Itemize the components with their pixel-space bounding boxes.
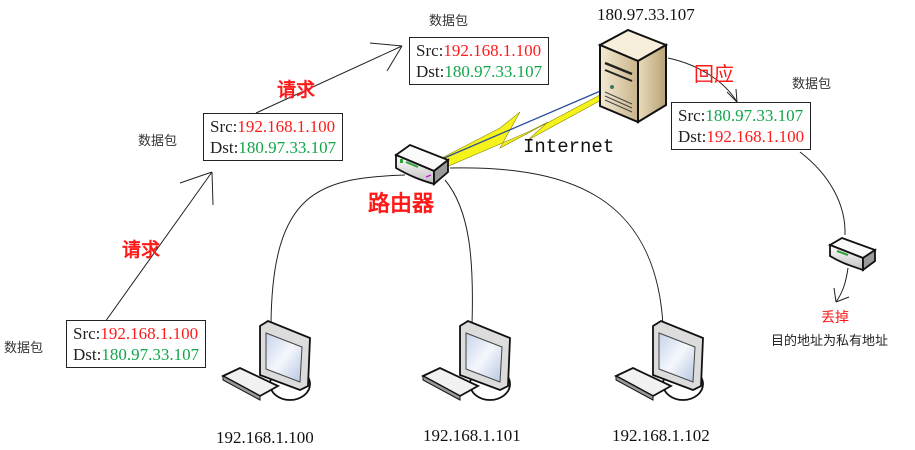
request-arrow-1 xyxy=(104,171,213,323)
dst-ip: 180.97.33.107 xyxy=(101,345,200,364)
router-label: 路由器 xyxy=(368,192,435,217)
router-icon xyxy=(394,143,450,186)
drop-label: 丢掉 xyxy=(821,310,849,326)
dst-label: Dst: xyxy=(73,345,102,364)
src-ip: 192.168.1.100 xyxy=(237,117,336,136)
drop-reason: 目的地址为私有地址 xyxy=(771,334,889,349)
dst-label: Dst: xyxy=(416,62,445,81)
packet-box: Src:192.168.1.100 Dst:180.97.33.107 xyxy=(203,113,344,161)
desktop-computer-icon xyxy=(421,319,511,401)
dst-ip: 180.97.33.107 xyxy=(238,138,337,157)
server-ip-label: 180.97.33.107 xyxy=(597,5,695,24)
request-label: 请求 xyxy=(122,239,161,261)
packet-box: Src:192.168.1.100 Dst:180.97.33.107 xyxy=(66,320,207,368)
packet-caption: 数据包 xyxy=(429,14,469,29)
src-label: Src: xyxy=(416,41,444,60)
packet-box: Src:180.97.33.107 Dst:192.168.1.100 xyxy=(671,102,812,150)
src-label: Src: xyxy=(678,106,706,125)
packet-caption: 数据包 xyxy=(792,77,832,92)
packet-caption: 数据包 xyxy=(138,134,178,149)
request-arrow-2 xyxy=(255,45,403,114)
internet-label: Internet xyxy=(523,136,615,158)
host-ip-label: 192.168.1.100 xyxy=(216,428,314,447)
src-ip: 192.168.1.100 xyxy=(443,41,542,60)
drop-router-icon xyxy=(827,237,877,272)
host-ip-label: 192.168.1.102 xyxy=(612,426,710,445)
dst-ip: 192.168.1.100 xyxy=(706,127,805,146)
src-label: Src: xyxy=(210,117,238,136)
src-label: Src: xyxy=(73,324,101,343)
cable-host-101 xyxy=(444,179,473,326)
response-arrow xyxy=(667,57,738,103)
desktop-computer-icon xyxy=(614,319,704,401)
packet-caption: 数据包 xyxy=(4,341,44,356)
forward-line xyxy=(799,151,846,236)
dst-ip: 180.97.33.107 xyxy=(444,62,543,81)
host-ip-label: 192.168.1.101 xyxy=(423,426,521,445)
drop-arrow xyxy=(835,267,849,303)
cable-host-102 xyxy=(449,167,664,326)
src-ip: 192.168.1.100 xyxy=(100,324,199,343)
packet-box: Src:192.168.1.100 Dst:180.97.33.107 xyxy=(409,37,550,85)
request-label: 请求 xyxy=(277,79,316,101)
desktop-computer-icon xyxy=(221,319,311,401)
server-tower-icon xyxy=(597,28,669,124)
src-ip: 180.97.33.107 xyxy=(705,106,804,125)
dst-label: Dst: xyxy=(678,127,707,146)
response-label: 回应 xyxy=(694,62,734,86)
cable-host-100 xyxy=(270,174,406,326)
dst-label: Dst: xyxy=(210,138,239,157)
